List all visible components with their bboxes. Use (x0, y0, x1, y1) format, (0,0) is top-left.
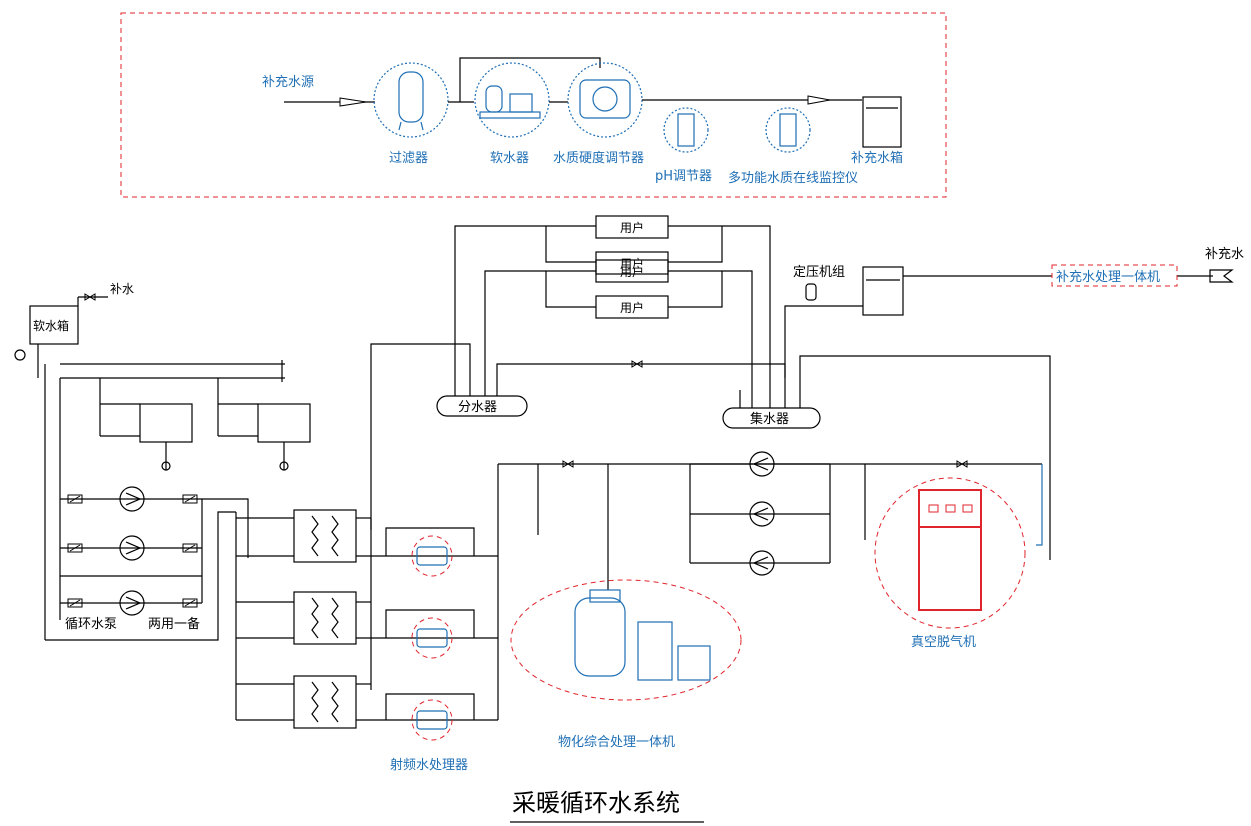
rf-treater (385, 693, 475, 741)
supply-header: 分水器 (436, 395, 528, 417)
vacuum-degasser-icon (918, 489, 982, 611)
ph-regulator-icon (663, 107, 709, 153)
makeup-treatment-label: 补充水处理一体机 (1056, 269, 1160, 285)
softener-icon (474, 62, 550, 138)
circ-pump (60, 590, 202, 616)
softener-label: 软水器 (490, 151, 529, 166)
pressure-tank (862, 266, 904, 316)
pressure-unit-label: 定压机组 (793, 265, 845, 280)
soft-tank (29, 305, 79, 345)
supply-header-label: 分水器 (458, 400, 497, 415)
heat-exchanger (293, 591, 357, 645)
dosing-unit (217, 378, 311, 471)
makeup-water-label: 补充水 (1205, 246, 1244, 262)
makeup-treatment-detail-box (120, 12, 947, 198)
rf-treater (385, 609, 475, 659)
monitor-label: 多功能水质在线监控仪 (728, 170, 858, 186)
user-label-1: 用户 (620, 220, 644, 235)
makeup-small-label: 补水 (110, 282, 134, 296)
return-pump (690, 501, 830, 527)
circ-pump (60, 535, 202, 561)
page-title: 采暖循环水系统 (512, 789, 680, 817)
integrated-unit-group (510, 579, 742, 701)
rf-treater (385, 527, 475, 577)
hardness-regulator-label: 水质硬度调节器 (553, 150, 644, 166)
return-header-label: 集水器 (750, 411, 789, 427)
heat-exchanger (293, 509, 357, 563)
makeup-tank-icon (862, 96, 902, 148)
vacuum-degasser-label: 真空脱气机 (911, 634, 976, 650)
heat-exchanger (293, 675, 357, 729)
user-label-4: 用户 (620, 300, 644, 315)
integrated-unit-icon (574, 589, 711, 681)
ph-regulator-label: pH调节器 (655, 169, 712, 184)
user-label-3: 用户 (620, 264, 644, 279)
makeup-source-label: 补充水源 (262, 74, 314, 90)
makeup-treatment-box (1051, 264, 1178, 287)
circ-pump (60, 486, 202, 512)
filter-label: 过滤器 (389, 151, 428, 166)
makeup-tank-label: 补充水箱 (851, 150, 903, 166)
user-block: 用户 (595, 295, 669, 319)
user-block: 用户 (595, 259, 669, 283)
integrated-unit-label: 物化综合处理一体机 (558, 735, 675, 750)
user-block: 用户 (595, 215, 669, 239)
supply-header-valves (454, 378, 498, 396)
vacuum-degasser-group (874, 477, 1026, 629)
return-header: 集水器 (722, 407, 821, 429)
monitor-icon (765, 107, 811, 153)
hardness-regulator-icon (567, 62, 643, 138)
circ-pump-label: 循环水泵 (65, 617, 117, 632)
one-standby-label: 两用一备 (148, 616, 200, 632)
return-header-valves (739, 378, 801, 408)
rf-treater-label: 射频水处理器 (390, 757, 468, 773)
return-pump (690, 451, 830, 477)
filter-icon (373, 62, 449, 138)
return-pump (690, 550, 830, 576)
soft-tank-label: 软水箱 (33, 318, 69, 333)
dosing-unit (99, 378, 193, 471)
